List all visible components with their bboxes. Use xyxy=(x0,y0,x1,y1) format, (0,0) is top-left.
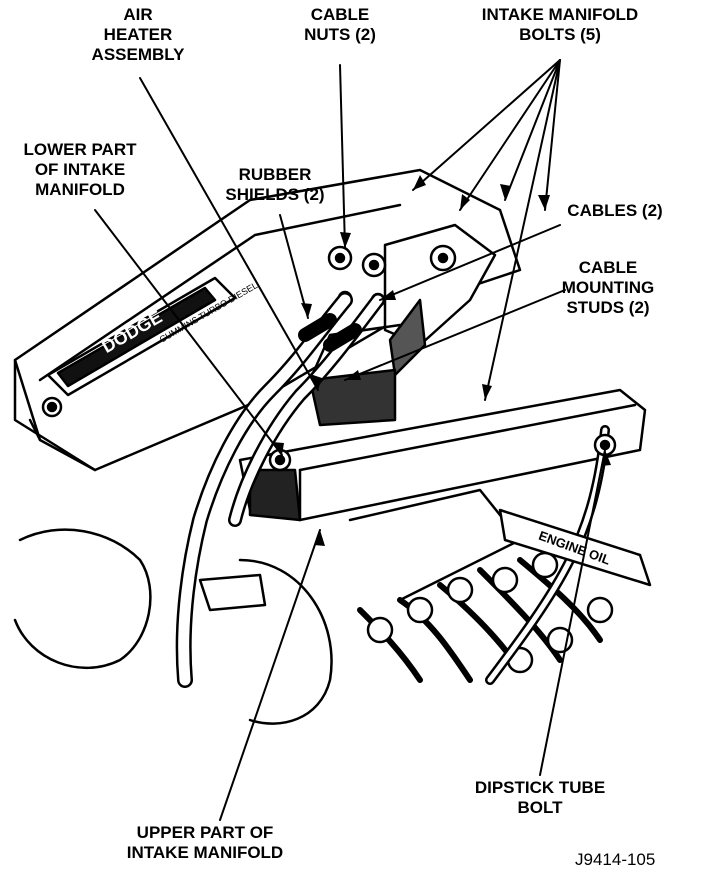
label-cable-mounting-studs: CABLE MOUNTING STUDS (2) xyxy=(548,258,668,318)
label-line: BOLTS (5) xyxy=(519,25,601,44)
label-lower-intake-manifold: LOWER PART OF INTAKE MANIFOLD xyxy=(5,140,155,200)
label-cable-nuts: CABLE NUTS (2) xyxy=(290,5,390,45)
leader-lines xyxy=(94,59,606,821)
label-line: CABLES (2) xyxy=(567,201,663,220)
label-upper-intake-manifold: UPPER PART OF INTAKE MANIFOLD xyxy=(105,823,305,863)
label-line: SHIELDS (2) xyxy=(225,185,325,204)
upper-intake-manifold xyxy=(238,388,647,522)
label-line: BOLT xyxy=(517,798,563,817)
label-line: ASSEMBLY xyxy=(91,45,185,64)
label-line: RUBBER xyxy=(238,165,312,184)
label-line: MANIFOLD xyxy=(35,180,125,199)
heater-cables xyxy=(175,292,385,688)
dodge-badge: DODGE xyxy=(46,276,237,397)
cable-nuts xyxy=(268,244,457,472)
label-line: HEATER xyxy=(103,25,173,44)
label-air-heater-assembly: AIR HEATER ASSEMBLY xyxy=(78,5,198,65)
label-line: CABLE xyxy=(578,258,638,277)
figure-id: J9414-105 xyxy=(575,850,656,869)
label-line: MOUNTING xyxy=(561,278,655,297)
label-line: INTAKE MANIFOLD xyxy=(126,843,284,862)
arrowheads xyxy=(272,175,611,546)
air-heater-block xyxy=(308,223,497,427)
label-line: STUDS (2) xyxy=(566,298,650,317)
label-line: AIR xyxy=(123,5,153,24)
label-line: NUTS (2) xyxy=(304,25,376,44)
label-line: DIPSTICK TUBE xyxy=(474,778,606,797)
engine-oil-cap: ENGINE OIL xyxy=(498,508,652,587)
label-dipstick-tube-bolt: DIPSTICK TUBE BOLT xyxy=(460,778,620,818)
label-line: INTAKE MANIFOLD xyxy=(481,5,639,24)
engine-block xyxy=(13,488,522,725)
label-line: LOWER PART xyxy=(23,140,137,159)
label-cables: CABLES (2) xyxy=(555,201,675,221)
label-intake-manifold-bolts: INTAKE MANIFOLD BOLTS (5) xyxy=(460,5,660,45)
label-line: OF INTAKE xyxy=(34,160,126,179)
label-line: CABLE xyxy=(310,5,370,24)
injector-lines xyxy=(357,551,614,683)
label-rubber-shields: RUBBER SHIELDS (2) xyxy=(215,165,335,205)
label-line: UPPER PART OF xyxy=(136,823,274,842)
